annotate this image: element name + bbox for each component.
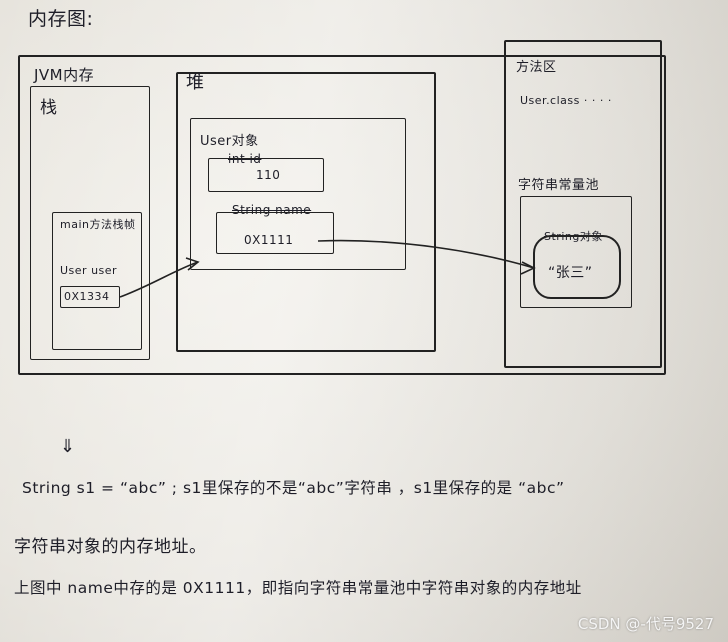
diagram-title: 内存图:	[28, 8, 94, 30]
heap-frame	[176, 72, 436, 352]
field-id-label: int id	[228, 152, 262, 166]
note-line-3: 上图中 name中存的是 0X1111，即指向字符串常量池中字符串对象的内存地址	[14, 579, 582, 597]
field-id-cell	[208, 158, 324, 192]
note-line-2: 字符串对象的内存地址。	[14, 537, 207, 557]
string-pool-label: 字符串常量池	[518, 178, 600, 193]
field-name-value: 0X1111	[244, 233, 294, 247]
user-to-object-arrow	[119, 261, 199, 298]
main-frame-label: main方法栈帧	[60, 218, 136, 231]
name-to-string-arrow	[317, 239, 535, 269]
field-name-label: String name	[232, 203, 312, 217]
class-label: User.class · · · ·	[520, 94, 612, 107]
main-stack-frame	[52, 212, 142, 350]
jvm-memory-label: JVM内存	[34, 66, 95, 84]
method-area-label: 方法区	[516, 60, 557, 75]
heap-label: 堆	[186, 72, 205, 93]
user-object-label: User对象	[200, 134, 259, 149]
field-name-cell	[216, 212, 334, 254]
user-variable-cell	[60, 286, 120, 308]
user-variable-value: 0X1334	[64, 290, 110, 303]
field-id-value: 110	[256, 168, 281, 182]
jvm-memory-frame	[18, 55, 666, 375]
csdn-watermark: CSDN @-代号9527	[577, 615, 714, 633]
down-arrow-glyph: ⇓	[60, 436, 76, 457]
note-line-1: String s1 = “abc” ; s1里保存的不是“abc”字符串 ，s1…	[22, 479, 565, 497]
method-area-frame	[504, 40, 662, 368]
string-object-value: “张三”	[548, 265, 593, 281]
user-variable-label: User user	[60, 264, 118, 277]
string-pool-box	[520, 196, 632, 308]
stack-label: 栈	[40, 98, 58, 118]
stack-frame	[30, 86, 150, 360]
user-object-box	[190, 118, 406, 270]
string-object-box	[533, 235, 621, 299]
